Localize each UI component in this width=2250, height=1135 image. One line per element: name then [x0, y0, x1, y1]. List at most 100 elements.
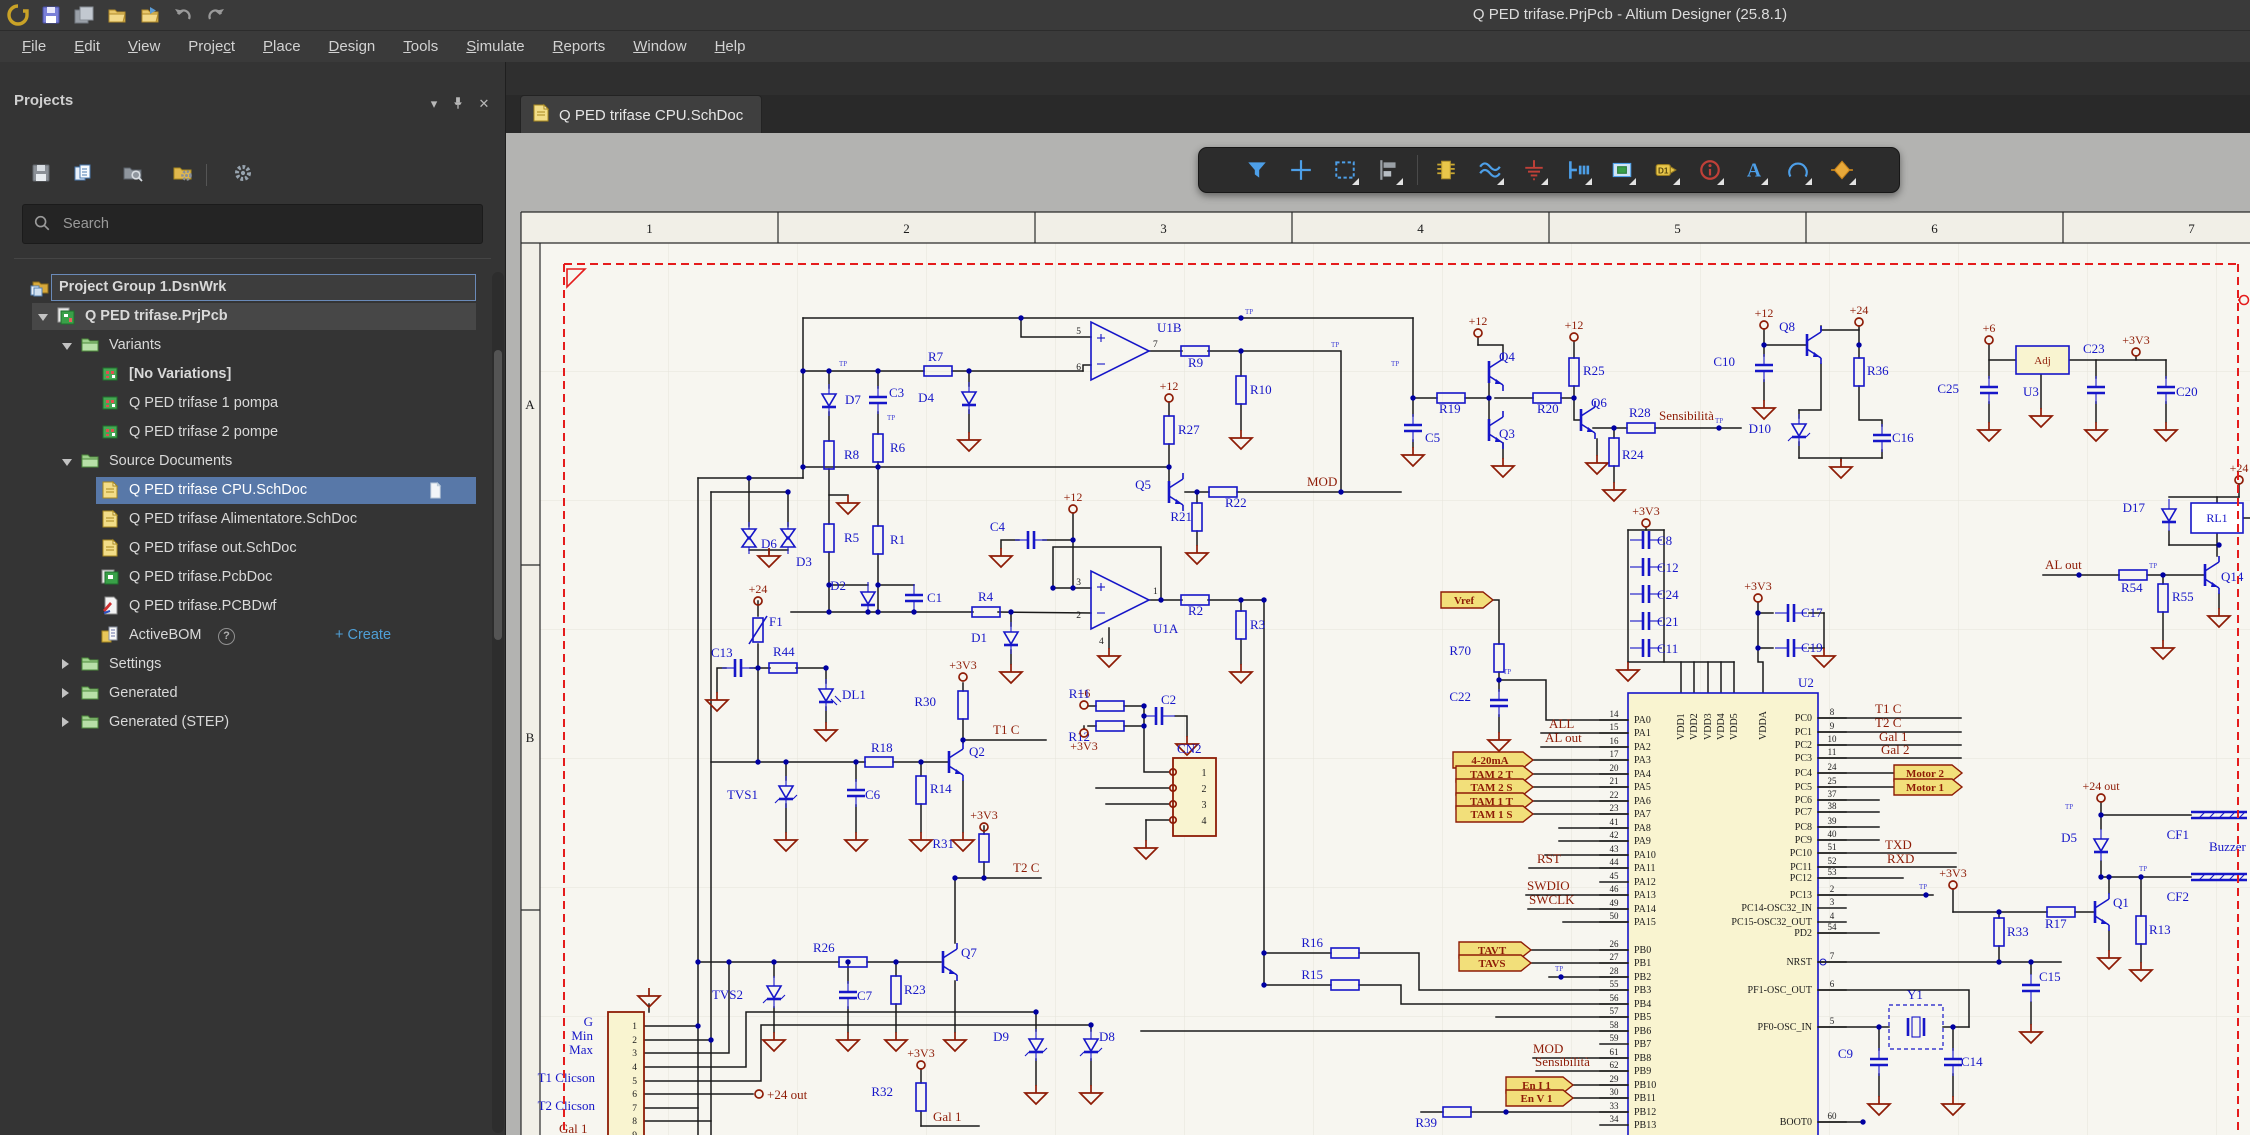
close-icon[interactable]: ✕	[478, 96, 490, 111]
undo-icon[interactable]	[171, 3, 195, 27]
save-icon[interactable]	[30, 162, 56, 188]
tree-item-q-ped-trifase-alimentatore-schdoc[interactable]: Q PED trifase Alimentatore.SchDoc	[0, 505, 492, 534]
gear-icon[interactable]	[232, 162, 258, 188]
tree-item-q-ped-trifase-pcbdoc[interactable]: Q PED trifase.PcbDoc	[0, 563, 492, 592]
folder-gear-icon[interactable]	[172, 162, 198, 188]
menu-window[interactable]: Window	[633, 38, 687, 55]
place-align-icon[interactable]	[1373, 153, 1405, 187]
open-project-icon[interactable]	[138, 3, 162, 27]
svg-text:G: G	[584, 1014, 593, 1029]
create-link[interactable]: + Create	[335, 627, 392, 643]
menu-file[interactable]: File	[22, 38, 47, 55]
expand-arrow[interactable]	[38, 314, 48, 321]
tree-item-q-ped-trifase-out-schdoc[interactable]: Q PED trifase out.SchDoc	[0, 534, 492, 563]
place-arc-icon[interactable]	[1782, 153, 1814, 187]
sch-R3	[1235, 610, 1247, 640]
tree-item-source-documents[interactable]: Source Documents	[0, 447, 492, 476]
sch-R21	[1191, 502, 1203, 532]
menu-place[interactable]: Place	[263, 38, 301, 55]
svg-text:R21: R21	[1170, 509, 1192, 524]
tree-item-q-ped-trifase-pcbdwf[interactable]: Q PED trifase.PCBDwf	[0, 592, 492, 621]
open-icon[interactable]	[105, 3, 129, 27]
documents-icon[interactable]	[72, 162, 98, 188]
svg-text:57: 57	[1610, 1006, 1620, 1016]
svg-text:1: 1	[646, 221, 653, 236]
search-box[interactable]	[22, 204, 483, 244]
svg-text:C24: C24	[1657, 587, 1679, 602]
save-icon[interactable]	[39, 3, 63, 27]
expand-arrow[interactable]	[62, 717, 69, 727]
sch-+12: +12	[1469, 314, 1487, 338]
svg-text:16: 16	[1610, 736, 1620, 746]
menu-edit[interactable]: Edit	[74, 38, 101, 55]
tree-item-q-ped-trifase-1-pompa[interactable]: Q PED trifase 1 pompa	[0, 389, 492, 418]
svg-text:A: A	[525, 397, 535, 412]
place-designator-icon[interactable]: D1	[1650, 153, 1682, 187]
sch-+24: +24	[1850, 303, 1868, 327]
tree-item-project-group-1-dsnwrk[interactable]: Project Group 1.DsnWrk	[0, 273, 492, 302]
svg-text:+3V3: +3V3	[2122, 333, 2149, 347]
tree-item-activebom[interactable]: ActiveBOM?+ Create	[0, 621, 492, 650]
document-tab[interactable]: Q PED trifase CPU.SchDoc	[520, 95, 763, 134]
place-part-icon[interactable]	[1430, 153, 1462, 187]
tree-item-settings[interactable]: Settings	[0, 650, 492, 679]
sch-gnd-symbols	[635, 400, 2233, 1117]
expand-arrow[interactable]	[62, 659, 69, 669]
tree-item-label: Source Documents	[109, 453, 233, 469]
tree-item-q-ped-trifase-2-pompe[interactable]: Q PED trifase 2 pompe	[0, 418, 492, 447]
expand-arrow[interactable]	[62, 688, 69, 698]
menu-bar: File Edit View Project Place Design Tools Simul…	[0, 31, 2250, 62]
svg-text:PB2: PB2	[1634, 972, 1651, 983]
place-diamond-icon[interactable]	[1826, 153, 1858, 187]
panel-scrollbar[interactable]	[492, 272, 504, 1133]
expand-arrow[interactable]	[62, 343, 72, 350]
help-icon[interactable]: ?	[218, 628, 235, 645]
sch-C5	[1404, 414, 1422, 442]
place-sheet-icon[interactable]	[1606, 153, 1638, 187]
search-input[interactable]	[61, 209, 474, 239]
place-noerc-icon[interactable]	[1694, 153, 1726, 187]
menu-design[interactable]: Design	[328, 38, 376, 55]
svg-text:TP: TP	[1919, 883, 1927, 891]
tree-item-generated[interactable]: Generated	[0, 679, 492, 708]
svg-text:AL out: AL out	[2045, 557, 2082, 572]
svg-text:R3: R3	[1250, 617, 1265, 632]
place-text-icon[interactable]: A	[1738, 153, 1770, 187]
tree-item-q-ped-trifase-prjpcb[interactable]: Q PED trifase.PrjPcb	[0, 302, 492, 331]
svg-text:PD2: PD2	[1794, 928, 1812, 939]
svg-text:VDD3: VDD3	[1703, 713, 1714, 740]
sch-tag: 4-20mA	[1452, 751, 1535, 769]
sch-D10	[1787, 414, 1811, 446]
menu-simulate[interactable]: Simulate	[466, 38, 525, 55]
folder-search-icon[interactable]	[122, 162, 148, 188]
tree-item-variants[interactable]: Variants	[0, 331, 492, 360]
menu-reports[interactable]: Reports	[552, 38, 606, 55]
tree-item-generated-step[interactable]: Generated (STEP)	[0, 708, 492, 737]
svg-text:PC5: PC5	[1795, 782, 1812, 793]
tree-item-no-variations[interactable]: [No Variations]	[0, 360, 492, 389]
place-filter-icon[interactable]	[1241, 153, 1273, 187]
svg-text:Q3: Q3	[1499, 426, 1515, 441]
place-power-icon[interactable]	[1518, 153, 1550, 187]
menu-project[interactable]: Project	[188, 38, 235, 55]
menu-tools[interactable]: Tools	[403, 38, 439, 55]
place-wire-icon[interactable]	[1474, 153, 1506, 187]
svg-text:R27: R27	[1178, 422, 1200, 437]
pin-icon[interactable]	[449, 96, 467, 112]
svg-text:D6: D6	[761, 536, 777, 551]
svg-text:C3: C3	[889, 385, 904, 400]
menu-help[interactable]: Help	[714, 38, 746, 55]
menu-view[interactable]: View	[128, 38, 161, 55]
tree-item-q-ped-trifase-cpu-schdoc[interactable]: Q PED trifase CPU.SchDoc	[0, 476, 492, 505]
selection-border	[563, 263, 2250, 1135]
chevron-down-icon[interactable]: ▾	[430, 96, 438, 111]
place-pin-icon[interactable]	[1562, 153, 1594, 187]
save-all-icon[interactable]	[72, 3, 96, 27]
place-cross-icon[interactable]	[1285, 153, 1317, 187]
sch-Q4	[1487, 353, 1504, 391]
redo-icon[interactable]	[204, 3, 228, 27]
place-select-icon[interactable]	[1329, 153, 1361, 187]
expand-arrow[interactable]	[62, 459, 72, 466]
sch-R23	[890, 975, 902, 1005]
